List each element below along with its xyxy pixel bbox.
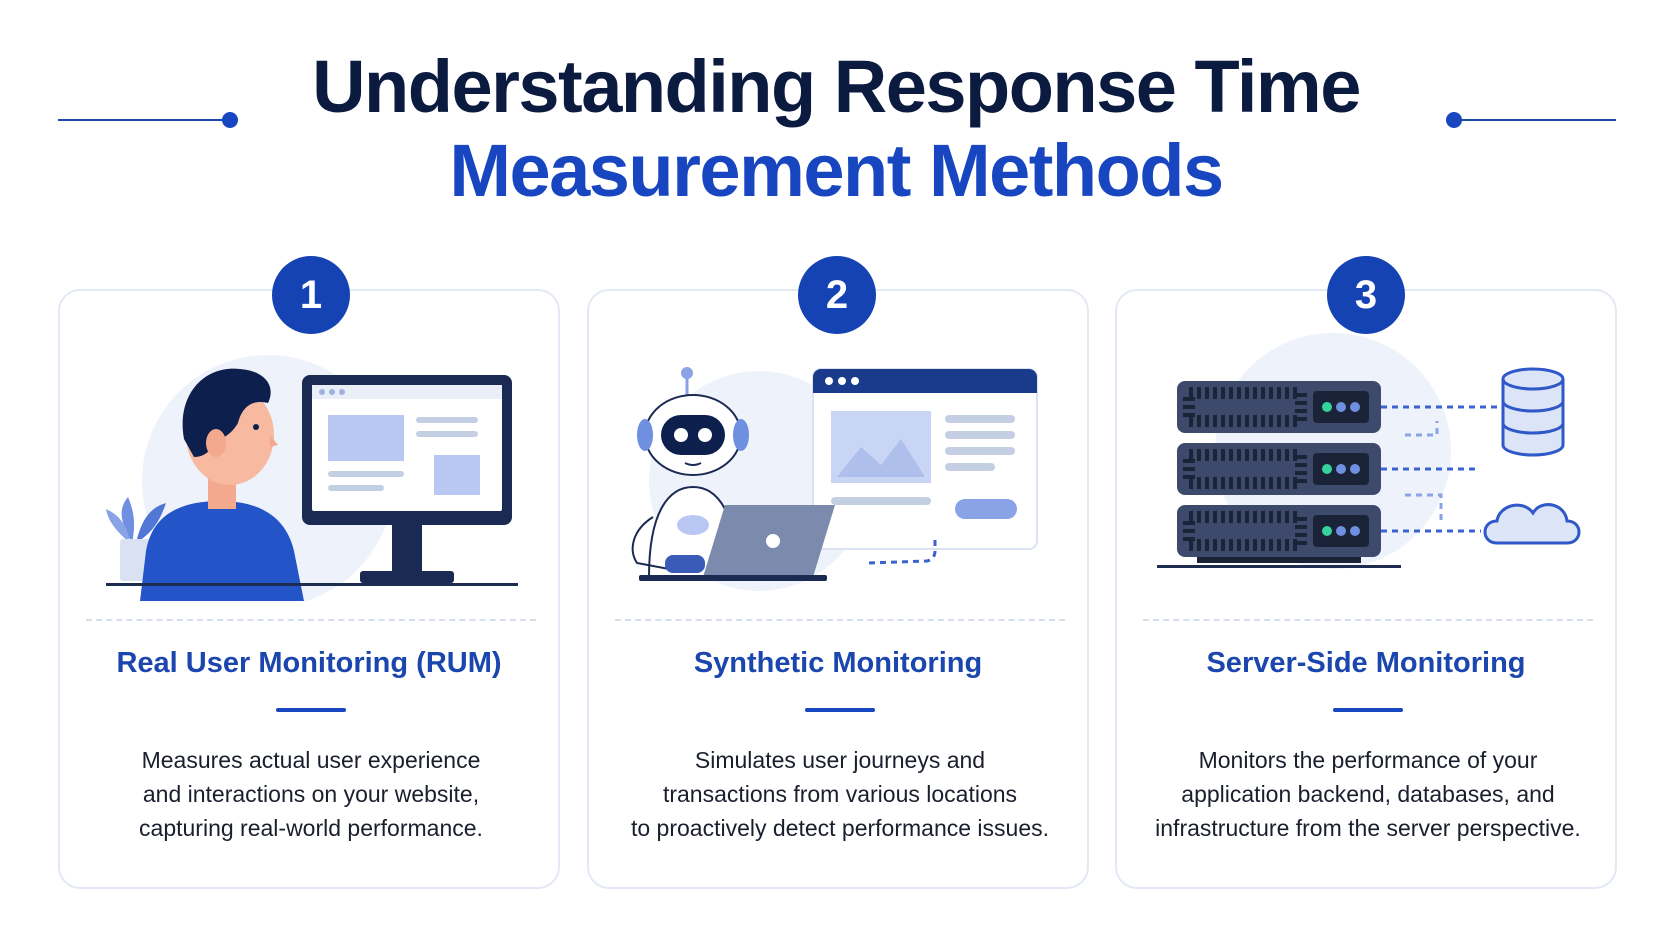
description-line: and interactions on your website, [142, 781, 480, 807]
description-line: Monitors the performance of your [1198, 747, 1538, 773]
decorative-dot-left [222, 112, 238, 128]
decorative-line-left [58, 119, 230, 121]
card-description: Monitors the performance of your applica… [1127, 743, 1609, 845]
step-badge-2: 2 [798, 256, 876, 334]
description-line: infrastructure from the server perspecti… [1155, 815, 1581, 841]
server-unit [1177, 443, 1381, 495]
description-line: transactions from various locations [662, 781, 1018, 807]
card-title: Synthetic Monitoring [693, 647, 983, 679]
page-title-line2: Measurement Methods [449, 129, 1224, 212]
decorative-line-right [1454, 119, 1616, 121]
card-description: Measures actual user experience and inte… [70, 743, 552, 845]
description-line: capturing real-world performance. [139, 815, 483, 841]
robot-with-laptop-illustration [631, 367, 1038, 591]
card-synthetic-monitoring: Synthetic Monitoring Simulates user jour… [587, 289, 1089, 889]
step-badge-1: 1 [272, 256, 350, 334]
description-line: Simulates user journeys and [694, 747, 986, 773]
step-badge-3: 3 [1327, 256, 1405, 334]
card-description: Simulates user journeys and transactions… [599, 743, 1081, 845]
header: Understanding Response Time Measurement … [0, 0, 1672, 220]
card-real-user-monitoring: Real User Monitoring (RUM) Measures actu… [58, 289, 560, 889]
card-title: Real User Monitoring (RUM) [116, 647, 502, 679]
title-underline [805, 708, 875, 712]
description-line: to proactively detect performance issues… [630, 815, 1050, 841]
page-title-line1: Understanding Response Time [312, 45, 1361, 128]
cloud-icon [1483, 503, 1581, 545]
card-divider [1143, 619, 1593, 621]
card-divider [615, 619, 1065, 621]
card-divider [86, 619, 536, 621]
title-underline [276, 708, 346, 712]
server-rack-database-cloud-illustration [1157, 333, 1581, 569]
title-underline [1333, 708, 1403, 712]
server-unit [1177, 381, 1381, 433]
card-title: Server-Side Monitoring [1206, 647, 1526, 679]
description-line: application backend, databases, and [1181, 781, 1555, 807]
card-server-side-monitoring: Server-Side Monitoring Monitors the perf… [1115, 289, 1617, 889]
database-icon [1501, 367, 1565, 457]
description-line: Measures actual user experience [141, 747, 481, 773]
server-unit [1177, 505, 1381, 557]
person-at-monitor-illustration [106, 355, 518, 601]
